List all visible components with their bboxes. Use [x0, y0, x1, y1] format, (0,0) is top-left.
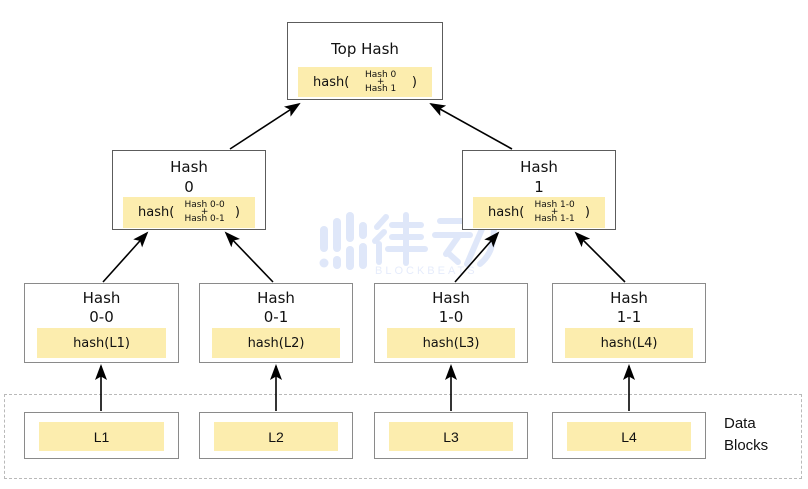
- blockbeats-logo-icon: [319, 212, 367, 270]
- node-hash-0-title-line1: Hash: [170, 158, 208, 176]
- block-l2-label: L2: [214, 422, 338, 451]
- hash-1-1-band: hash(L4): [565, 328, 693, 358]
- node-hash-1-0-title-line2: 1-0: [438, 308, 464, 326]
- hash-0-1-band: hash(L2): [212, 328, 340, 358]
- block-l2: L2: [199, 412, 353, 459]
- formula-suffix: ): [411, 74, 417, 90]
- block-l1-label: L1: [39, 422, 164, 451]
- formula-prefix: hash(: [313, 74, 350, 90]
- hash-1-1-label: hash(L4): [600, 335, 658, 351]
- hash-1-formula: hash( Hash 1-0 + Hash 1-1 ): [473, 197, 605, 228]
- node-top-hash-title: Top Hash: [331, 40, 399, 58]
- top-hash-formula: hash( Hash 0 + Hash 1 ): [298, 67, 432, 97]
- formula-prefix: hash(: [488, 205, 525, 220]
- formula-arg-top: Hash 1-0: [534, 200, 575, 210]
- formula-arg-bottom: Hash 1-1: [534, 214, 575, 224]
- hash-1-0-label: hash(L3): [422, 335, 480, 351]
- watermark-en-text: BLOCKBEATS: [375, 265, 478, 277]
- block-l3-label: L3: [389, 422, 513, 451]
- plus-sign: +: [200, 207, 209, 217]
- node-hash-1-title-line2: 1: [534, 178, 544, 196]
- node-hash-1: Hash 1 hash( Hash 1-0 + Hash 1-1 ): [462, 150, 616, 230]
- formula-arg-bottom: Hash 1: [364, 83, 397, 94]
- node-hash-0-0-title-line1: Hash: [82, 289, 121, 307]
- formula-suffix: ): [584, 205, 590, 220]
- hash-0-1-label: hash(L2): [247, 335, 305, 351]
- formula-args: Hash 0 + Hash 1: [364, 69, 397, 94]
- node-hash-1-1: Hash 1-1 hash(L4): [552, 283, 706, 363]
- formula-prefix: hash(: [138, 205, 175, 220]
- block-l3: L3: [374, 412, 528, 459]
- block-l4: L4: [552, 412, 706, 459]
- hash-0-formula: hash( Hash 0-0 + Hash 0-1 ): [123, 197, 255, 228]
- formula-args: Hash 1-0 + Hash 1-1: [534, 201, 574, 224]
- node-hash-1-title-line1: Hash: [520, 158, 558, 176]
- node-hash-0: Hash 0 hash( Hash 0-0 + Hash 0-1 ): [112, 150, 266, 230]
- node-hash-0-1: Hash 0-1 hash(L2): [199, 283, 353, 363]
- node-hash-0-1-title-line2: 0-1: [263, 308, 289, 326]
- block-l4-label: L4: [567, 422, 691, 451]
- data-blocks-caption-line2: Blocks: [724, 437, 769, 454]
- hash-0-0-band: hash(L1): [37, 328, 166, 358]
- hash-0-0-label: hash(L1): [73, 335, 130, 351]
- node-hash-0-0-title-line2: 0-0: [89, 308, 114, 326]
- node-hash-1-0-title-line1: Hash: [432, 289, 470, 307]
- plus-sign: +: [376, 76, 385, 87]
- hash-1-0-band: hash(L3): [387, 328, 515, 358]
- node-hash-0-title-line2: 0: [184, 178, 194, 196]
- node-hash-1-1-title-line1: Hash: [610, 289, 648, 307]
- block-l1: L1: [24, 412, 179, 459]
- formula-arg-top: Hash 0: [364, 69, 397, 80]
- node-hash-1-1-title-line2: 1-1: [616, 308, 642, 326]
- data-blocks-container: [4, 394, 802, 479]
- data-blocks-caption: Data Blocks: [724, 413, 768, 457]
- node-hash-0-1-title-line1: Hash: [257, 289, 295, 307]
- node-top-hash: Top Hash hash( Hash 0 + Hash 1 ): [287, 22, 443, 100]
- data-blocks-caption-line1: Data: [724, 415, 756, 432]
- node-hash-0-0: Hash 0-0 hash(L1): [24, 283, 179, 363]
- formula-arg-top: Hash 0-0: [184, 200, 225, 210]
- formula-args: Hash 0-0 + Hash 0-1: [184, 201, 224, 224]
- node-hash-1-0: Hash 1-0 hash(L3): [374, 283, 528, 363]
- plus-sign: +: [550, 207, 559, 217]
- formula-suffix: ): [234, 205, 240, 220]
- formula-arg-bottom: Hash 0-1: [184, 214, 225, 224]
